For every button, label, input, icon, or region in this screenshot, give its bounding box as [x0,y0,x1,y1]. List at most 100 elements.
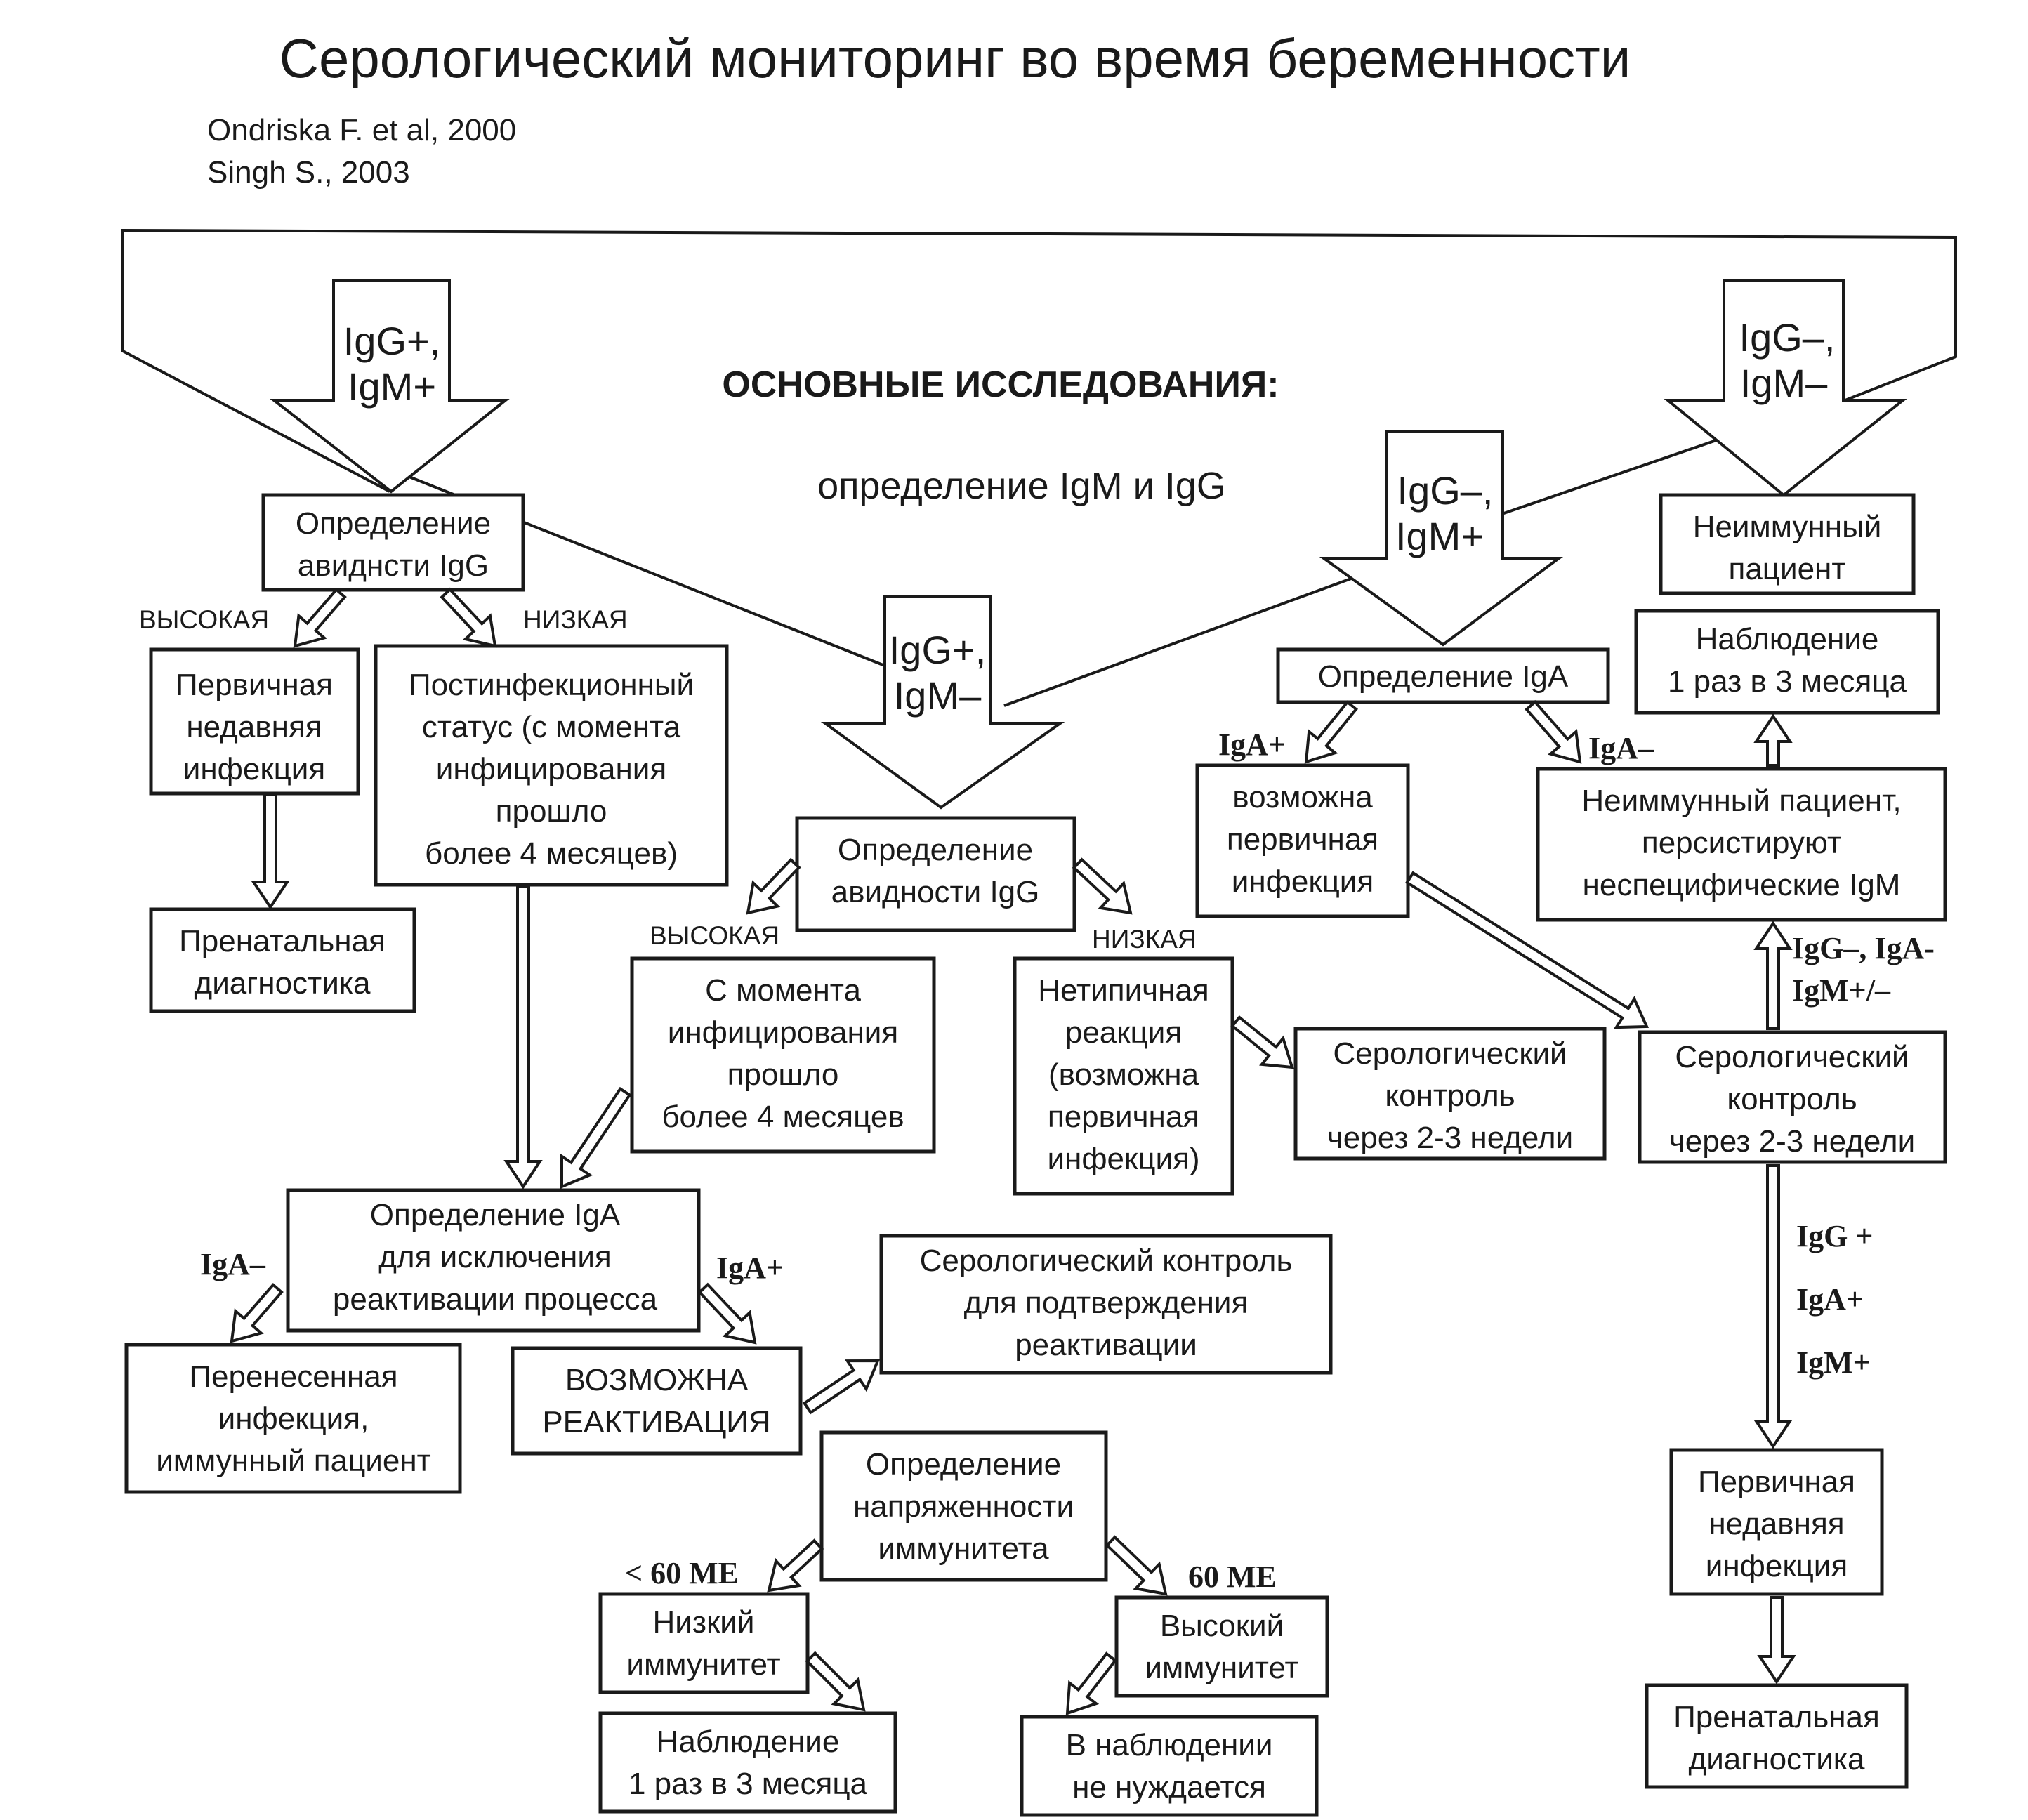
box-possible-primary-l1: возможна [1232,780,1373,815]
box-prenatal-right-l1: Пренатальная [1673,1700,1880,1734]
box-nonimmune-persist [1536,767,1947,922]
box-no-observation-l2: не нуждается [1072,1770,1266,1805]
arrow-left-line1: IgG+, [343,319,441,363]
arrow-to-serocontrol-mid [1230,1015,1294,1069]
connector-center-right [1003,574,1359,707]
box-serocontrol-mid-l2: контроль [1385,1079,1515,1113]
arrow-igg-minus-igm-minus [1664,279,1907,497]
main-heading: ОСНОВНЫЕ ИССЛЕДОВАНИЯ: [722,364,1279,405]
box-postinfection-l4: прошло [496,794,607,829]
box-nonimmune-l1: Неиммунный [1693,510,1882,544]
box-immunity-tension [819,1430,1108,1582]
box-nonimmune-persist-l2: персистируют [1642,826,1841,860]
arrow-center-line2: IgM– [894,673,982,718]
box-postinfection [374,644,729,887]
box-no-observation-l1: В наблюдении [1066,1728,1273,1762]
box-atypical-l2: реакция [1065,1015,1182,1050]
box-nonimmune-persist-l1: Неиммунный пациент, [1581,784,1901,818]
top-frame-left [121,228,1957,493]
box-avidity-center-l1: Определение [838,833,1033,867]
box-high-immunity-l2: иммунитет [1145,1651,1298,1685]
box-serocontrol-mid-l1: Серологический [1333,1036,1567,1071]
box-serocontrol-right-l2: контроль [1727,1082,1857,1116]
box-since-infection-l3: прошло [727,1057,839,1092]
box-immunity-tension-l1: Определение [866,1447,1061,1482]
box-postinfection-l1: Постинфекционный [409,668,694,702]
label-igg-iga: IgG–, IgA- [1792,931,1935,965]
label-high-center: ВЫСОКАЯ [650,921,779,950]
arrow-rc-line1: IgG–, [1397,468,1494,513]
box-primary-recent-right [1669,1448,1884,1596]
box-serocontrol-mid-l3: через 2-3 недели [1327,1121,1573,1155]
box-prenatal-left [149,907,416,1013]
box-atypical [1013,956,1234,1196]
box-iga-reactivation-l1: Определение IgA [370,1198,621,1232]
arrow-to-high-immunity [1105,1535,1168,1596]
arrow-persist-to-observe [1753,713,1793,767]
arrow-postinfection-down [503,885,543,1189]
box-prenatal-left-l1: Пренатальная [179,924,386,958]
label-ge60: 60 МЕ [1188,1559,1277,1594]
box-atypical-l1: Нетипичная [1038,973,1209,1008]
arrow-to-postinfection [440,587,497,648]
arrow-to-since-infection [746,857,801,915]
box-possible-primary [1195,763,1410,918]
arrow-serocontrol-to-persist [1753,921,1793,1030]
box-iga-right [1276,647,1610,704]
box-possible-primary-l3: инфекция [1232,864,1374,899]
box-possible-primary-l2: первичная [1227,822,1378,857]
label-low-center: НИЗКАЯ [1092,925,1197,954]
box-possible-reactivation-l1: ВОЗМОЖНА [565,1363,749,1397]
connector-right-frame [1495,437,1721,517]
arrow-primary-to-prenatal-right [1757,1596,1796,1684]
label-igg-plus: IgG + [1796,1219,1873,1253]
label-iga-plus-left: IgA+ [716,1251,784,1285]
box-observe-right-l1: Наблюдение [1696,622,1879,657]
box-avidity-center-l2: авидности IgG [831,875,1040,909]
box-observe-right [1634,609,1940,715]
box-atypical-l5: инфекция) [1047,1142,1199,1176]
label-iga-plus-right: IgA+ [1218,727,1286,762]
box-postinfection-l5: более 4 месяцев) [425,836,678,871]
box-primary-recent-right-l1: Первичная [1698,1465,1855,1499]
box-postinfection-l2: статус (с момента [422,710,681,744]
box-avidity-center [795,816,1076,932]
box-no-observation [1020,1715,1319,1817]
reference-1: Ondriska F. et al, 2000 [207,113,516,147]
box-past-infection-l1: Перенесенная [189,1359,397,1394]
label-igm-plus: IgM+ [1796,1345,1871,1380]
box-primary-recent-right-l3: инфекция [1706,1549,1848,1583]
connector-arrows [230,587,1796,1715]
box-prenatal-right [1645,1683,1909,1789]
box-primary-recent-left-l3: инфекция [183,752,325,786]
box-primary-recent-right-l2: недавняя [1708,1507,1844,1541]
box-high-immunity [1114,1595,1329,1698]
arrow-to-atypical [1072,857,1133,915]
arrow-to-no-observation [1065,1651,1118,1715]
box-possible-reactivation [511,1346,803,1456]
box-postinfection-l3: инфицирования [436,752,666,786]
arrow-to-nonimmune-persist [1525,699,1582,764]
box-past-infection [124,1343,462,1494]
box-atypical-l3: (возможна [1048,1057,1199,1092]
box-since-infection-l4: более 4 месяцев [661,1100,904,1134]
label-iga-minus-left: IgA– [200,1247,266,1281]
box-avidity-left-l1: Определение [296,506,491,541]
box-observe-low-l1: Наблюдение [657,1725,840,1759]
box-iga-right-l1: Определение IgA [1318,659,1569,694]
box-high-immunity-l1: Высокий [1160,1609,1284,1643]
arrow-to-observe-low [805,1651,866,1712]
box-nonimmune-l2: пациент [1729,552,1846,586]
box-avidity-left [261,493,525,592]
arrow-left-line2: IgM+ [348,364,436,409]
arrow-igg-plus-igm-plus [270,279,510,494]
box-immunity-tension-l3: иммунитета [878,1531,1049,1566]
arrow-right-line1: IgG–, [1739,315,1836,360]
label-igm-pm: IgM+/– [1792,973,1891,1008]
arrow-primary-to-serocontrol [1404,871,1650,1029]
box-prenatal-right-l2: диагностика [1689,1742,1865,1776]
arrow-serocontrol-to-primary-right [1753,1164,1793,1449]
arrow-igg-plus-igm-minus [820,595,1065,810]
arrow-to-primary-recent-left [293,587,347,648]
